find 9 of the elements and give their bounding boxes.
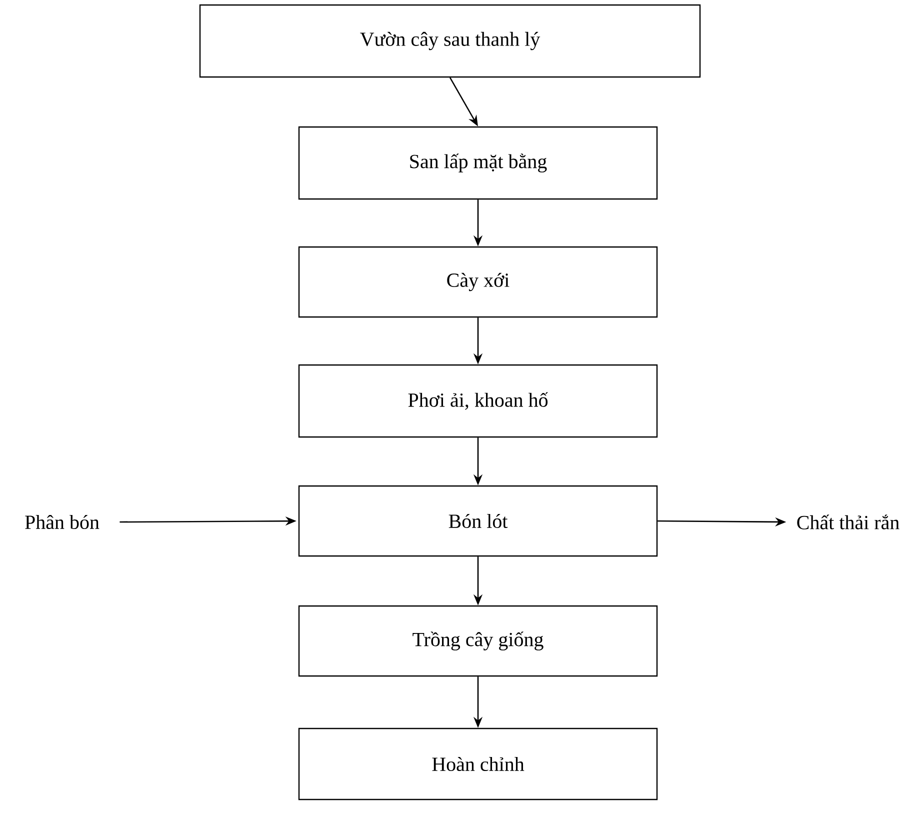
input-label: Phân bón bbox=[25, 514, 100, 530]
process-box: Trồng cây giống bbox=[298, 605, 658, 677]
process-box: San lấp mặt bằng bbox=[298, 126, 658, 200]
process-box: Phơi ải, khoan hố bbox=[298, 364, 658, 438]
process-box: Cày xới bbox=[298, 246, 658, 318]
output-label: Chất thải rắn bbox=[797, 514, 900, 530]
process-box: Hoàn chỉnh bbox=[298, 728, 658, 800]
process-box: Vườn cây sau thanh lý bbox=[199, 4, 701, 78]
process-box: Bón lót bbox=[298, 485, 658, 557]
